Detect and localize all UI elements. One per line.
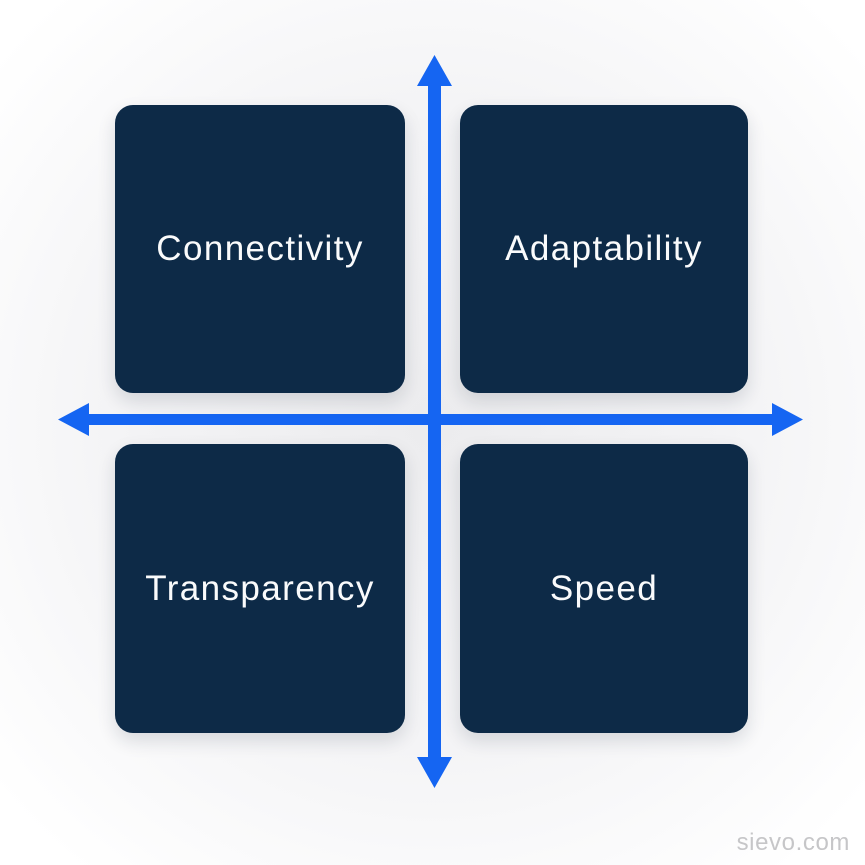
quadrant-speed: Speed — [460, 444, 748, 733]
quadrant-label: Speed — [549, 568, 659, 608]
quadrant-label: Connectivity — [156, 229, 364, 268]
quadrant-label: Adaptability — [505, 229, 703, 268]
quadrant-adaptability: Adaptability — [460, 105, 748, 393]
watermark-text: sievo.com — [736, 829, 850, 856]
quadrant-label: Transparency — [145, 568, 375, 608]
horizontal-axis-arrow-icon — [58, 403, 803, 436]
quadrant-connectivity: Connectivity — [115, 105, 405, 393]
quadrant-transparency: Transparency — [115, 444, 405, 733]
